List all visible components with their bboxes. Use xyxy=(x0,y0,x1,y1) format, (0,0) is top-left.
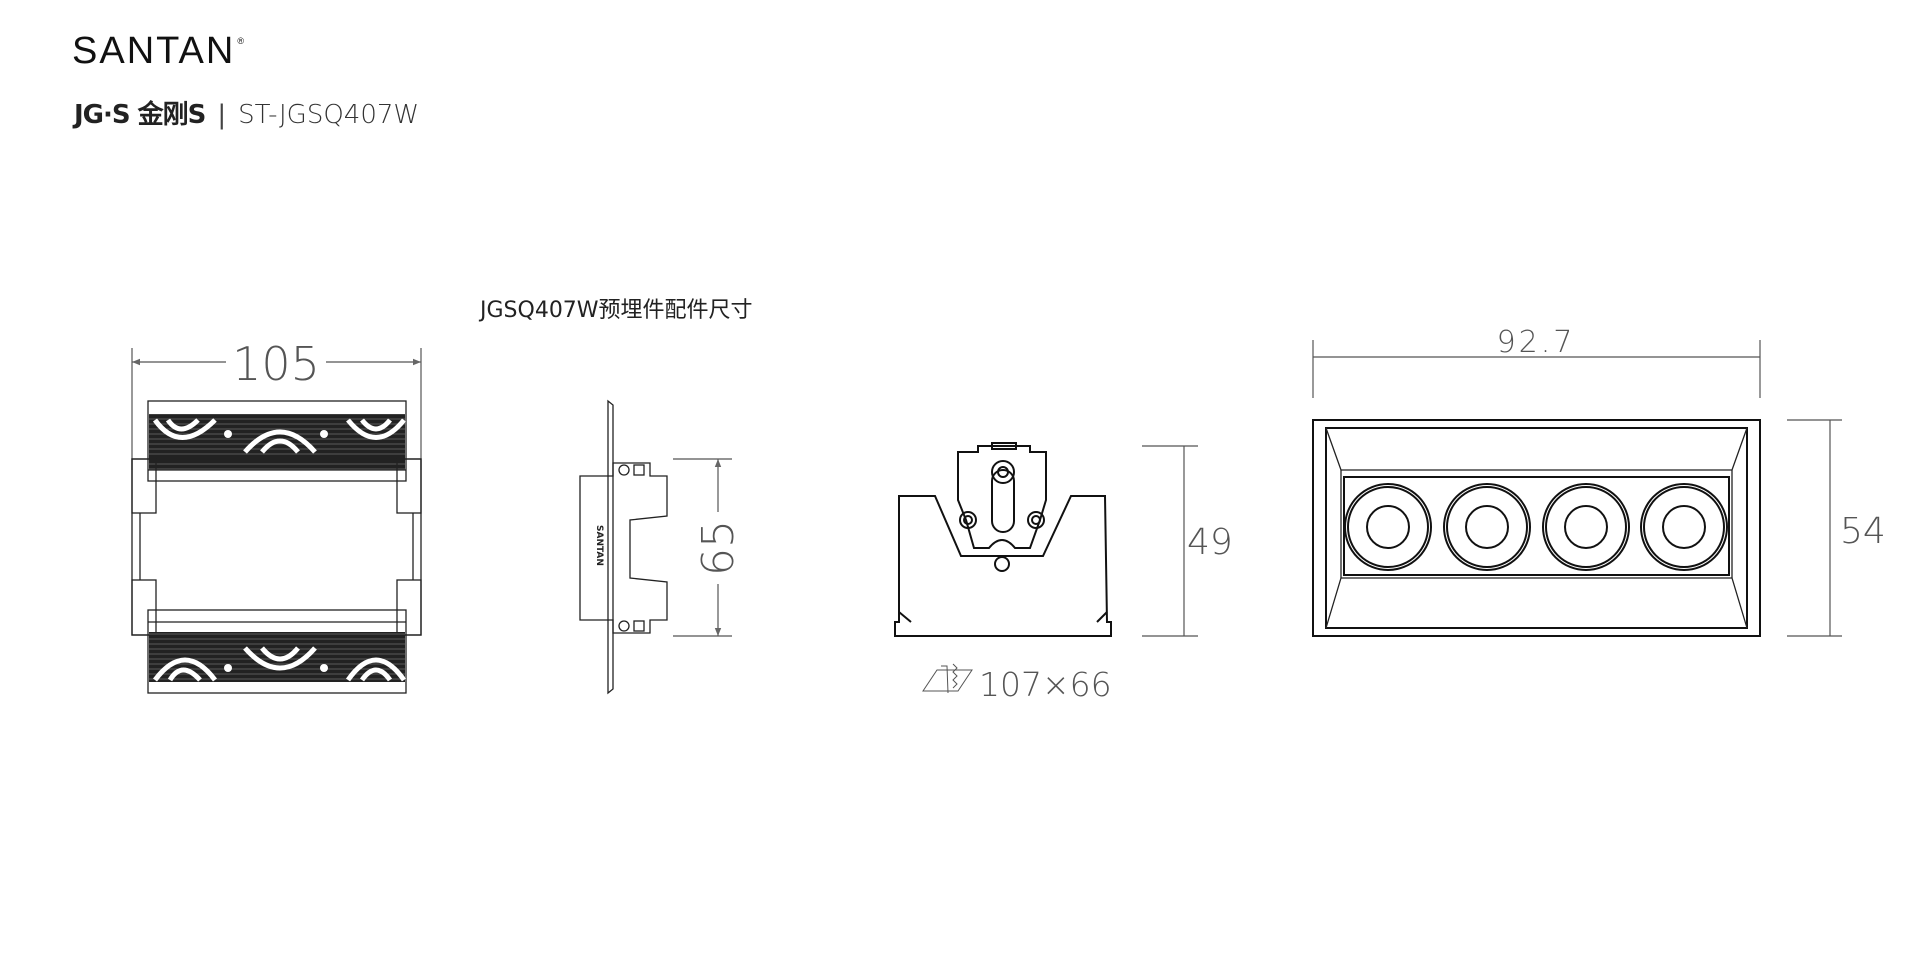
drawing-title: JGSQ407W预埋件配件尺寸 xyxy=(480,298,753,323)
width-dimension-105: 105 xyxy=(232,337,320,391)
lens xyxy=(1640,483,1728,571)
height-dimension-65: 65 xyxy=(693,520,744,576)
lens xyxy=(1542,483,1630,571)
embedded-part-top-view: 105 xyxy=(131,337,422,694)
height-dimension-49: 49 xyxy=(1187,522,1233,563)
lens-array xyxy=(1344,483,1728,571)
cutout-dimension: 107×66 xyxy=(979,665,1112,704)
product-subtitle: JG·S 金刚S | ST-JGSQ407W xyxy=(74,94,419,131)
series-logo: JG·S 金刚S xyxy=(74,100,206,130)
luminaire-front-view: 49 107×66 xyxy=(894,442,1233,704)
brand-logo: SANTAN® xyxy=(72,30,246,73)
lens xyxy=(1443,483,1531,571)
side-brand-label: SANTAN xyxy=(594,525,604,566)
separator: | xyxy=(217,100,227,130)
luminaire-face-view: 92.7 54 xyxy=(1312,325,1886,637)
width-dimension-92-7: 92.7 xyxy=(1497,325,1576,360)
height-dimension-54: 54 xyxy=(1840,511,1886,552)
registered-mark: ® xyxy=(237,36,246,46)
embedded-part-side-view: SANTAN 65 xyxy=(579,399,744,695)
brand-name: SANTAN xyxy=(72,30,236,72)
lens xyxy=(1344,483,1432,571)
ceiling-cutout-icon xyxy=(922,663,973,694)
model-number: ST-JGSQ407W xyxy=(238,100,420,130)
